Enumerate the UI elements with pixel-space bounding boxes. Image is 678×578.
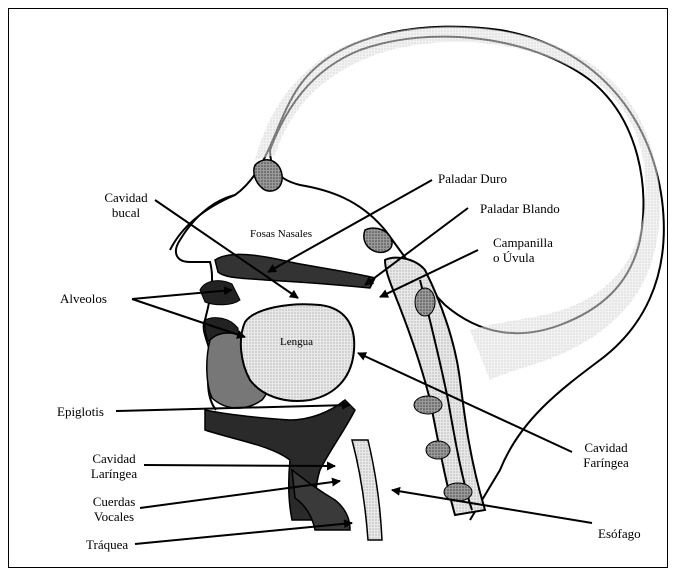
leader-traquea <box>135 523 352 544</box>
label-cavidad-laringea-line2: Laríngea <box>82 466 146 481</box>
tongue <box>241 304 354 401</box>
label-lengua: Lengua <box>280 335 313 350</box>
label-cuerdas-vocales: Cuerdas Vocales <box>82 494 146 524</box>
leader-cavidad-laringea <box>144 465 335 466</box>
vertebra-2 <box>414 396 442 414</box>
leader-esofago <box>392 490 592 523</box>
label-esofago: Esófago <box>598 526 641 541</box>
label-traquea: Tráquea <box>86 537 128 552</box>
label-cavidad-bucal-line1: Cavidad <box>94 190 158 205</box>
label-campanilla: Campanilla o Úvula <box>493 235 553 265</box>
label-alveolos: Alveolos <box>60 291 107 306</box>
label-cavidad-laringea: Cavidad Laríngea <box>82 451 146 481</box>
label-fosas-nasales: Fosas Nasales <box>250 227 312 242</box>
nasal-passage <box>215 254 375 288</box>
label-paladar-duro: Paladar Duro <box>438 171 507 186</box>
label-cavidad-laringea-line1: Cavidad <box>82 451 146 466</box>
label-cavidad-faringea-line2: Faríngea <box>574 455 638 470</box>
label-campanilla-line1: Campanilla <box>493 235 553 250</box>
label-cavidad-bucal-line2: bucal <box>94 205 158 220</box>
label-paladar-blando: Paladar Blando <box>480 201 560 216</box>
nasal-concha <box>254 160 282 191</box>
label-cuerdas-vocales-line2: Vocales <box>82 509 146 524</box>
label-campanilla-line2: o Úvula <box>493 250 553 265</box>
trachea <box>292 470 350 530</box>
vertebra-3 <box>426 441 450 459</box>
label-epiglotis: Epiglotis <box>57 404 104 419</box>
vertebra-1 <box>415 288 435 316</box>
label-cavidad-bucal: Cavidad bucal <box>94 190 158 220</box>
label-cuerdas-vocales-line1: Cuerdas <box>82 494 146 509</box>
label-cavidad-faringea-line1: Cavidad <box>574 440 638 455</box>
label-cavidad-faringea: Cavidad Faríngea <box>574 440 638 470</box>
esophagus-tube <box>352 440 382 540</box>
